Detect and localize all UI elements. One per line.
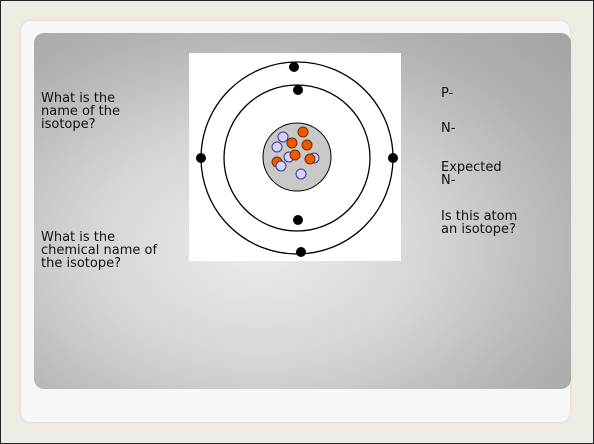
atom-diagram <box>189 53 401 261</box>
electron <box>196 153 206 163</box>
neutron <box>295 168 307 180</box>
electron <box>293 215 303 225</box>
label-expected-neutrons: Expected N- <box>441 160 502 188</box>
proton <box>289 149 301 161</box>
electron <box>289 62 299 72</box>
question-isotope-name: What is the name of the isotope? <box>41 91 120 132</box>
neutron <box>275 160 287 172</box>
label-protons: P- <box>441 86 454 101</box>
electron <box>293 85 303 95</box>
question-is-isotope: Is this atom an isotope? <box>441 209 518 237</box>
atom-svg <box>196 61 398 257</box>
inner-orbit <box>223 84 371 232</box>
proton <box>304 153 316 165</box>
electron <box>388 153 398 163</box>
question-chemical-name: What is the chemical name of the isotope… <box>41 230 158 271</box>
proton <box>301 139 313 151</box>
neutron <box>277 131 289 143</box>
proton <box>297 126 309 138</box>
neutron <box>271 141 283 153</box>
proton <box>286 137 298 149</box>
electron <box>296 247 306 257</box>
label-neutrons: N- <box>441 121 456 136</box>
